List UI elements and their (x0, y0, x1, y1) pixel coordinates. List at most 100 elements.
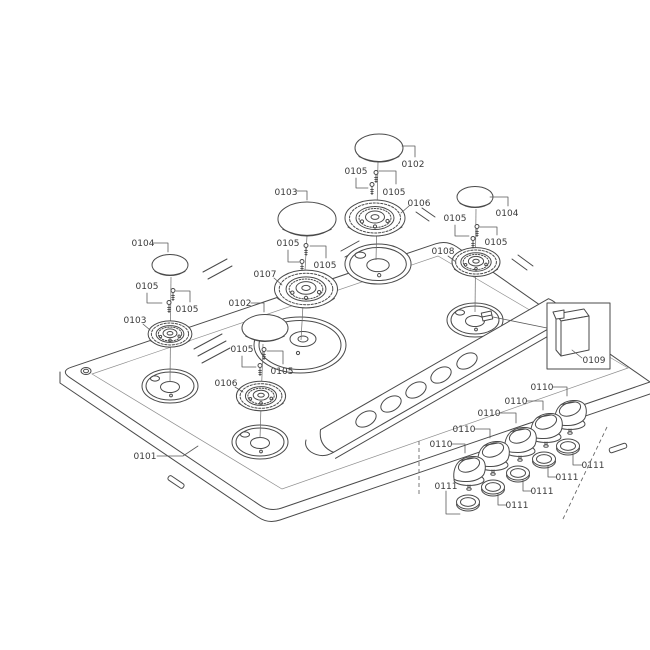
callout-0105-right-lower: 0105 (479, 226, 508, 248)
callout-0111-ring-3: 0111 (522, 479, 554, 497)
igniter-switch-on-base (481, 311, 492, 321)
callout-0105-mid-upper: 0105 (277, 239, 300, 263)
callout-0106-top-burner: 0106 (400, 199, 431, 214)
svg-text:0105: 0105 (314, 261, 337, 271)
svg-text:0111: 0111 (556, 473, 579, 483)
callout-0105-bottom-lower: 0105 (266, 350, 294, 377)
callout-0104-left-cap: 0104 (132, 239, 169, 253)
ring-2 (532, 451, 556, 469)
callout-0105-left-lower: 0105 (176, 290, 199, 315)
svg-text:0105: 0105 (444, 214, 467, 224)
callout-0102-mid-cap: 0102 (229, 299, 265, 313)
svg-text:0111: 0111 (435, 482, 458, 492)
burner-top-0106 (344, 199, 406, 237)
cap-right-0104 (456, 186, 494, 208)
burner-left-0103 (147, 320, 193, 348)
cap-mid-0102 (241, 314, 289, 342)
callout-0110-knob-5: 0110 (430, 440, 466, 454)
callout-0105-top-upper: 0105 (345, 167, 369, 189)
hob-corner-hole (80, 367, 92, 375)
svg-text:0110: 0110 (478, 409, 501, 419)
svg-text:0110: 0110 (531, 383, 554, 393)
panel-hole (353, 407, 379, 430)
callout-0111-ring-4: 0111 (497, 493, 529, 511)
svg-text:0105: 0105 (485, 238, 508, 248)
svg-text:0105: 0105 (277, 239, 300, 249)
panel-hole (428, 363, 454, 386)
svg-text:0105: 0105 (383, 188, 406, 198)
ring-1 (556, 438, 580, 456)
svg-text:0110: 0110 (505, 397, 528, 407)
svg-text:0103: 0103 (275, 188, 298, 198)
switch-detail-box (481, 303, 610, 369)
cap-left-0104 (151, 254, 189, 276)
callout-0103-left-burner: 0103 (124, 316, 151, 331)
svg-text:0105: 0105 (176, 305, 199, 315)
screw-right-lower (470, 236, 476, 250)
ring-3 (506, 465, 530, 483)
callout-0110-knob-3: 0110 (478, 409, 517, 424)
callout-0105-top-lower: 0105 (378, 170, 406, 198)
callout-0108-right-burner: 0108 (432, 247, 457, 263)
panel-hole (403, 378, 429, 401)
panel-hole (454, 349, 480, 372)
svg-text:0108: 0108 (432, 247, 455, 257)
svg-text:0102: 0102 (402, 160, 425, 170)
callout-0110-knob-2: 0110 (505, 397, 544, 411)
callout-0107-wok-burner: 0107 (254, 270, 283, 286)
svg-text:0105: 0105 (271, 367, 294, 377)
callout-0110-knob-1: 0110 (531, 383, 568, 397)
svg-text:0106: 0106 (215, 379, 238, 389)
screw-bottom-lower (257, 363, 263, 377)
svg-text:0111: 0111 (506, 501, 529, 511)
burner-right-0108 (451, 247, 501, 277)
svg-text:0102: 0102 (229, 299, 252, 309)
svg-text:0110: 0110 (430, 440, 453, 450)
hob-slot (167, 475, 185, 489)
hob-slot (608, 442, 628, 454)
screw-mid-upper (303, 243, 309, 257)
burner-bottom-0106 (235, 380, 287, 412)
panel-hole (378, 392, 404, 415)
callout-0105-mid-lower: 0105 (309, 245, 337, 271)
callout-0105-right-upper: 0105 (444, 214, 470, 237)
callout-0109-switch: 0109 (583, 356, 606, 366)
ring-4 (481, 479, 505, 497)
ring-5 (456, 494, 480, 512)
callout-0102-top-cap: 0102 (402, 145, 425, 170)
svg-text:0109: 0109 (583, 356, 606, 366)
screw-top-lower (369, 182, 375, 196)
svg-text:0104: 0104 (496, 209, 519, 219)
callout-0111-ring-2: 0111 (547, 465, 579, 483)
cap-top-0102 (354, 133, 404, 163)
callout-0105-bottom-upper: 0105 (231, 345, 257, 368)
burner-wok-0107 (273, 269, 339, 309)
svg-text:0105: 0105 (345, 167, 368, 177)
hatch-marks (193, 207, 534, 364)
callout-0104-right-cap: 0104 (489, 196, 519, 219)
callout-0111-ring-5: 0111 (435, 482, 461, 515)
callout-0106-bottom-burner: 0106 (215, 379, 244, 393)
callouts: 0102 0105 0105 0106 0104 0105 0105 0108 … (124, 145, 606, 515)
svg-text:0105: 0105 (136, 282, 159, 292)
callout-0111-ring-1: 0111 (572, 452, 605, 471)
callout-0110-knob-4: 0110 (453, 425, 491, 439)
switch-component (553, 309, 589, 356)
svg-text:0107: 0107 (254, 270, 277, 280)
svg-text:0104: 0104 (132, 239, 155, 249)
svg-text:0105: 0105 (231, 345, 254, 355)
svg-text:0111: 0111 (582, 461, 605, 471)
svg-text:0111: 0111 (531, 487, 554, 497)
svg-text:0101: 0101 (134, 452, 157, 462)
detail-region-dashes (418, 426, 608, 522)
svg-text:0110: 0110 (453, 425, 476, 435)
cap-wok-0103 (277, 201, 337, 237)
callout-0101-hob-body: 0101 (134, 445, 199, 462)
svg-text:0106: 0106 (408, 199, 431, 209)
knob-5 (453, 454, 486, 491)
screw-left-upper (170, 288, 176, 302)
base-top (344, 243, 412, 285)
knob-3 (504, 425, 537, 462)
